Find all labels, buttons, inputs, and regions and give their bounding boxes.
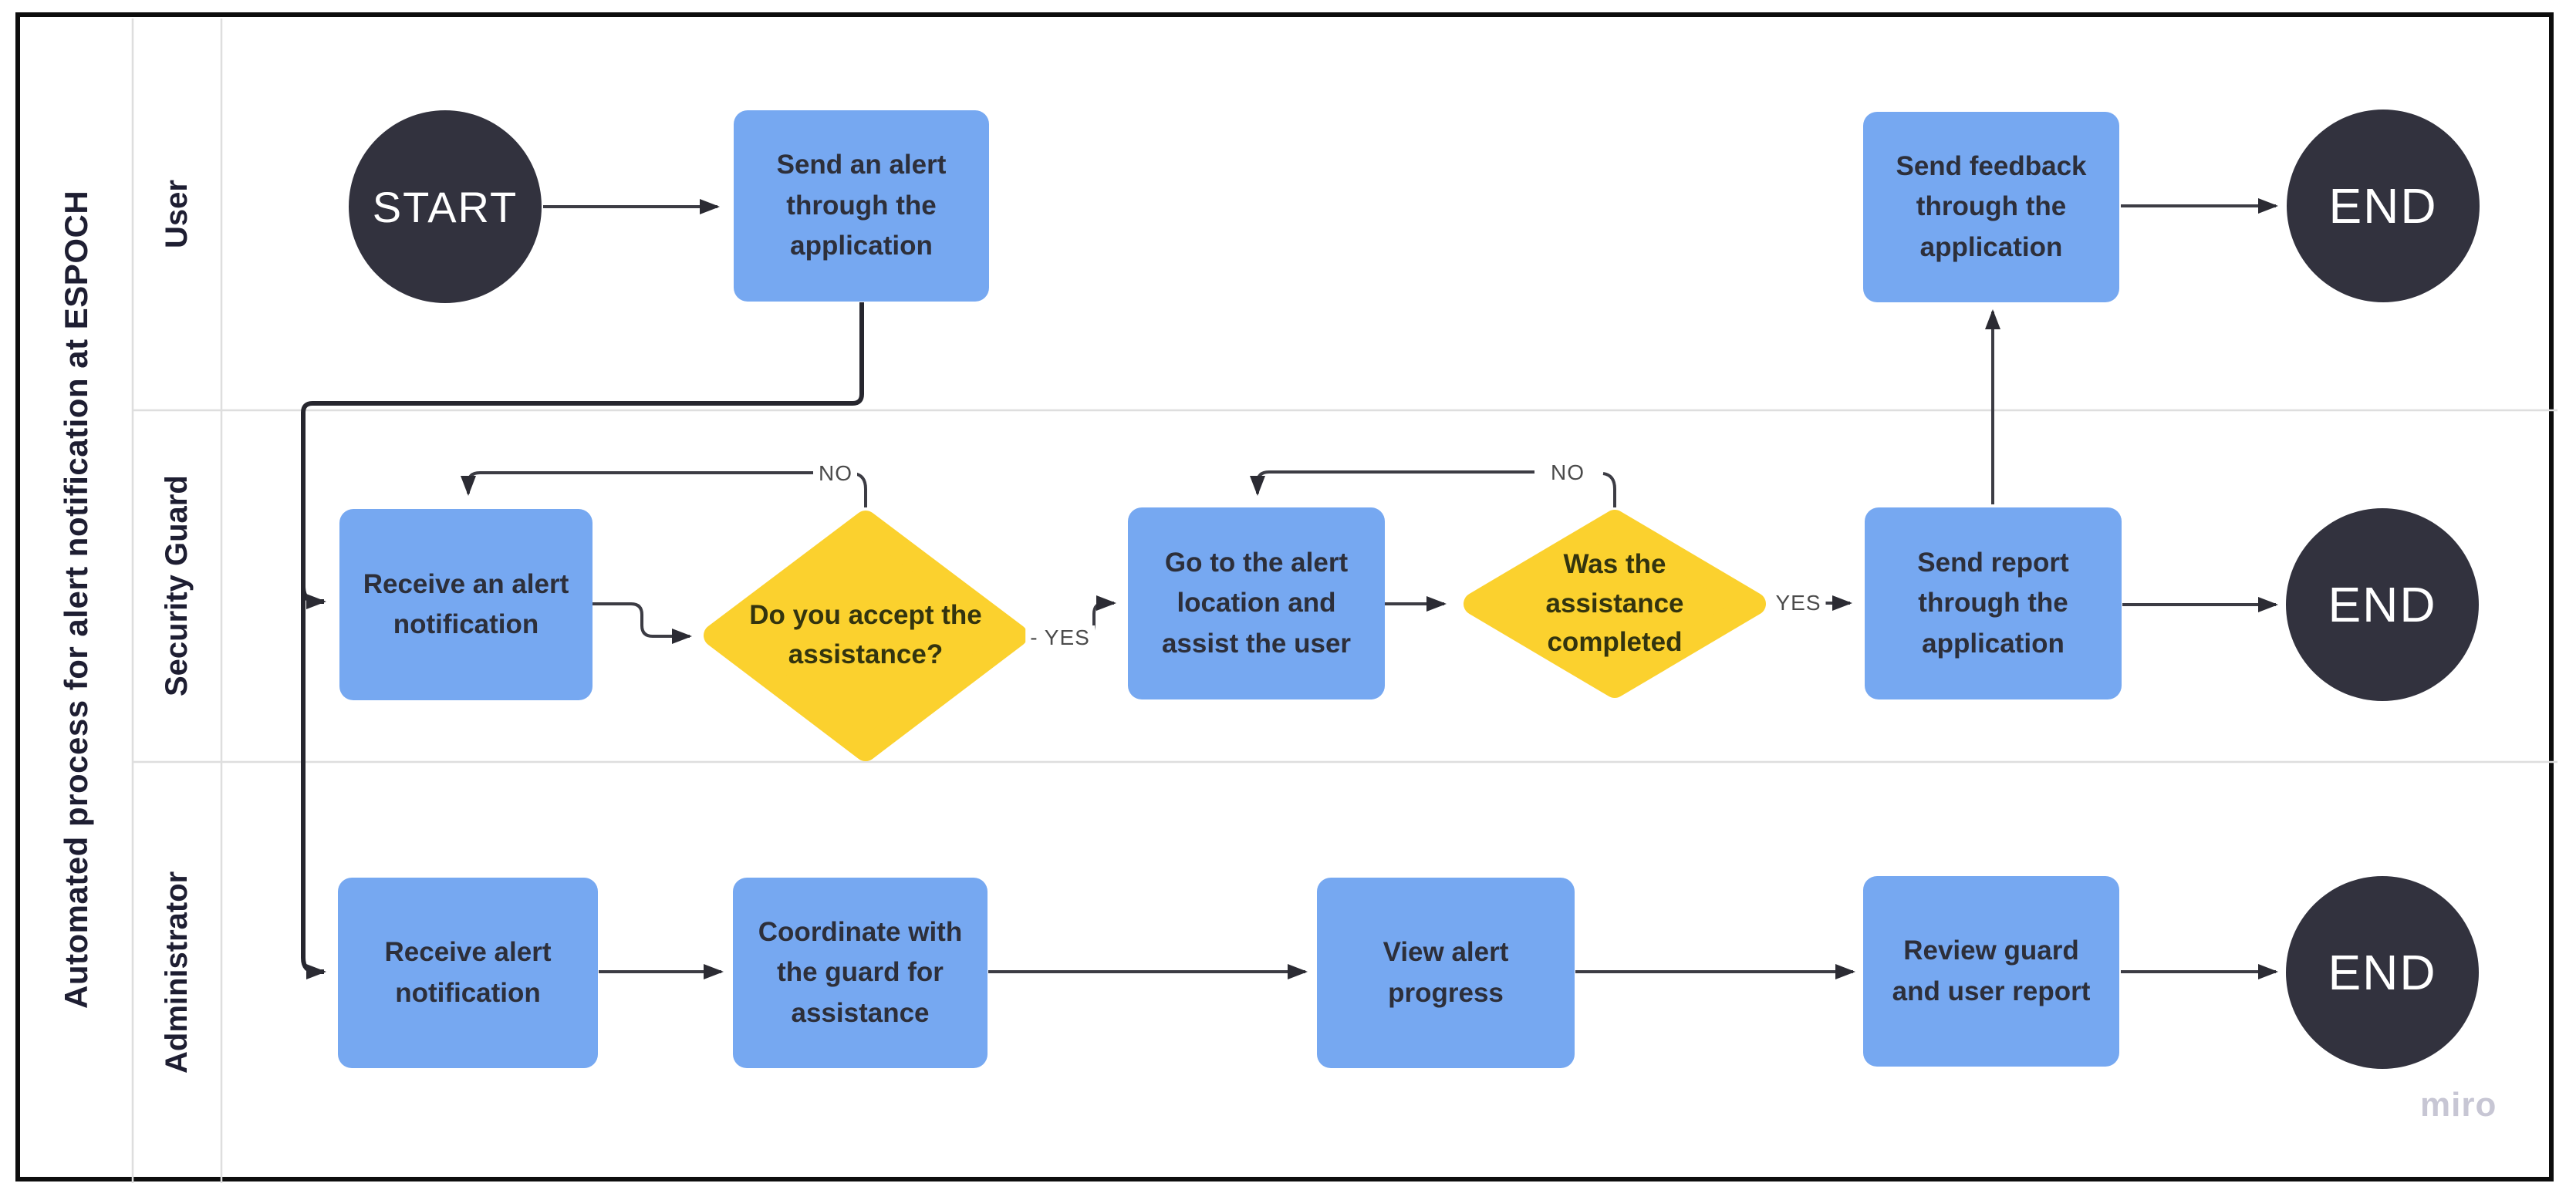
end-node-guard[interactable]: END xyxy=(2286,508,2479,701)
end-node-user-label: END xyxy=(2328,178,2438,234)
connector-accept-no xyxy=(461,471,813,496)
start-node-label: START xyxy=(372,182,518,231)
edge-label-accept-yes: - YES xyxy=(1025,625,1095,650)
process-send-report[interactable]: Send report through the application xyxy=(1865,507,2122,699)
end-node-admin-label: END xyxy=(2328,945,2437,1000)
end-node-admin[interactable]: END xyxy=(2286,876,2479,1069)
edge-label-completed-yes: YES xyxy=(1771,591,1826,615)
miro-logo: miro xyxy=(2420,1086,2497,1124)
process-send-alert-label: Send an alert through the application xyxy=(776,150,947,261)
edge-label-accept-no: NO xyxy=(814,461,857,486)
lane-label-administrator[interactable]: Administrator xyxy=(160,871,194,1074)
diagram-outer-frame xyxy=(15,12,2554,1181)
end-node-user[interactable]: END xyxy=(2287,110,2480,302)
process-go-to-location-label: Go to the alert location and assist the … xyxy=(1161,547,1352,659)
process-send-alert[interactable]: Send an alert through the application xyxy=(734,110,989,302)
process-send-feedback[interactable]: Send feedback through the application xyxy=(1863,112,2119,302)
swimlane-grid xyxy=(131,19,2557,1183)
process-view-progress-label: View alert progress xyxy=(1383,937,1509,1008)
lane-label-security-guard[interactable]: Security Guard xyxy=(160,475,194,697)
connector-send-alert-to-receivers[interactable] xyxy=(301,302,864,979)
process-coordinate-guard[interactable]: Coordinate with the guard for assistance xyxy=(733,878,988,1068)
connectors[interactable] xyxy=(461,198,2278,979)
connector-completed-no xyxy=(1250,470,1534,496)
connector-completed-no-hook xyxy=(1602,472,1616,507)
process-receive-alert-admin[interactable]: Receive alert notification xyxy=(338,878,598,1068)
process-go-to-location[interactable]: Go to the alert location and assist the … xyxy=(1128,507,1385,699)
process-receive-alert-guard-label: Receive an alert notification xyxy=(363,568,569,640)
diagram-title: Automated process for alert notification… xyxy=(58,190,94,1009)
connector-receive-accept xyxy=(593,602,692,644)
process-receive-alert-guard[interactable]: Receive an alert notification xyxy=(339,509,593,700)
process-send-report-label: Send report through the application xyxy=(1917,547,2069,659)
process-review-report[interactable]: Review guard and user report xyxy=(1863,876,2119,1067)
edge-label-completed-no: NO xyxy=(1546,460,1589,485)
start-node[interactable]: START xyxy=(349,110,542,303)
lane-label-user[interactable]: User xyxy=(160,180,194,249)
decision-assistance-completed-shape xyxy=(1464,510,1766,698)
decision-shapes[interactable] xyxy=(704,510,1766,761)
process-coordinate-guard-label: Coordinate with the guard for assistance xyxy=(758,916,963,1028)
process-receive-alert-admin-label: Receive alert notification xyxy=(384,937,552,1008)
process-send-feedback-label: Send feedback through the application xyxy=(1896,150,2087,262)
process-view-progress[interactable]: View alert progress xyxy=(1317,878,1575,1068)
end-node-guard-label: END xyxy=(2328,577,2437,632)
decision-accept-assistance-shape xyxy=(704,511,1028,761)
process-review-report-label: Review guard and user report xyxy=(1892,935,2091,1006)
